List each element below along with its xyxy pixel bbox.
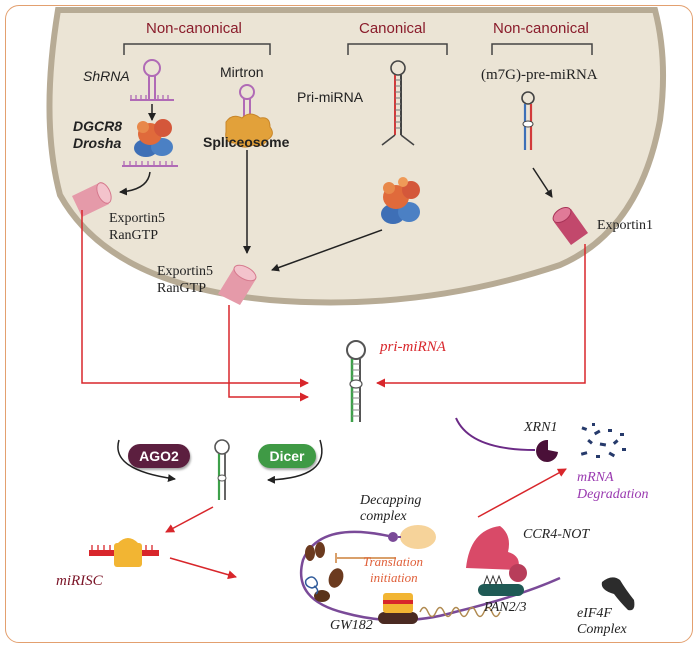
bracket-non-canonical-left — [123, 43, 271, 55]
label-pan2-3: PAN2/3 — [484, 600, 527, 615]
polya-knot-icon — [304, 576, 319, 595]
label-pri-mirna-nuclear: Pri-miRNA — [297, 89, 364, 105]
label-m7g-pre-mirna: (m7G)-pre-miRNA — [481, 67, 598, 83]
label-decapping: Decapping — [360, 493, 422, 508]
header-canonical: Canonical — [359, 20, 426, 37]
label-rangtp-center: RanGTP — [157, 281, 206, 296]
label-ccr4-not: CCR4-NOT — [523, 527, 590, 542]
exportin5-left-pore-icon — [72, 182, 112, 217]
canonical-drosha-complex-icon — [381, 177, 420, 224]
pan2-3-icon — [478, 584, 524, 596]
exportin5-center-pore-icon — [218, 264, 257, 305]
shrna-hairpin-icon — [130, 59, 174, 101]
label-exportin5-left: Exportin5 — [109, 211, 165, 226]
label-rangtp-left: RanGTP — [109, 228, 158, 243]
label-initiation: initiation — [370, 570, 418, 585]
exportin1-pore-icon — [552, 206, 588, 245]
gw182-icon — [378, 612, 418, 624]
polya-tail — [419, 606, 501, 618]
label-complex: complex — [360, 509, 407, 524]
cytoplasm-pre-mirna-icon — [346, 340, 366, 422]
header-non-canonical-right: Non-canonical — [493, 20, 589, 37]
label-degradation: Degradation — [577, 487, 649, 502]
drosha-complex-icon — [134, 119, 173, 157]
eif4f-complex-icon — [601, 577, 635, 611]
nuclear-pri-mirna-icon — [381, 60, 415, 146]
mrna-loop — [299, 530, 561, 622]
bracket-canonical — [347, 43, 448, 55]
shrna-duplex-icon — [122, 161, 178, 167]
degraded-rna-icon — [580, 423, 626, 458]
label-mirisc: miRISC — [56, 573, 103, 589]
label-gw182: GW182 — [330, 618, 373, 633]
label-exportin5-center: Exportin5 — [157, 264, 213, 279]
label-mrna: mRNA — [577, 470, 614, 485]
label-xrn1: XRN1 — [524, 420, 558, 435]
label-translation: Translation — [363, 554, 423, 569]
translation-block — [335, 553, 396, 563]
ccr4-not-icon — [466, 526, 519, 570]
mature-mirna-duplex-icon — [214, 439, 230, 500]
label-exportin1: Exportin1 — [597, 218, 653, 233]
bracket-non-canonical-right — [491, 43, 593, 55]
ago2-badge: AGO2 — [128, 444, 190, 468]
nucleus — [46, 7, 667, 306]
decapping-complex-icon — [400, 525, 436, 549]
mirisc-icon — [89, 538, 159, 567]
xrn1-icon — [536, 439, 558, 462]
m7g-pre-mirna-icon — [521, 91, 535, 150]
label-eif4f: eIF4F — [577, 606, 612, 621]
dicer-badge: Dicer — [258, 444, 316, 468]
label-mirtron: Mirtron — [220, 64, 264, 80]
label-pri-mirna-cytoplasm: pri-miRNA — [380, 339, 446, 355]
label-drosha: Drosha — [73, 135, 122, 151]
label-shrna: ShRNA — [83, 68, 130, 84]
spliceosome-icon — [225, 113, 273, 148]
label-eif4f-complex: Complex — [577, 622, 627, 637]
label-spliceosome: Spliceosome — [203, 134, 290, 150]
header-non-canonical-left: Non-canonical — [146, 20, 242, 37]
label-dgcr8: DGCR8 — [73, 118, 123, 134]
